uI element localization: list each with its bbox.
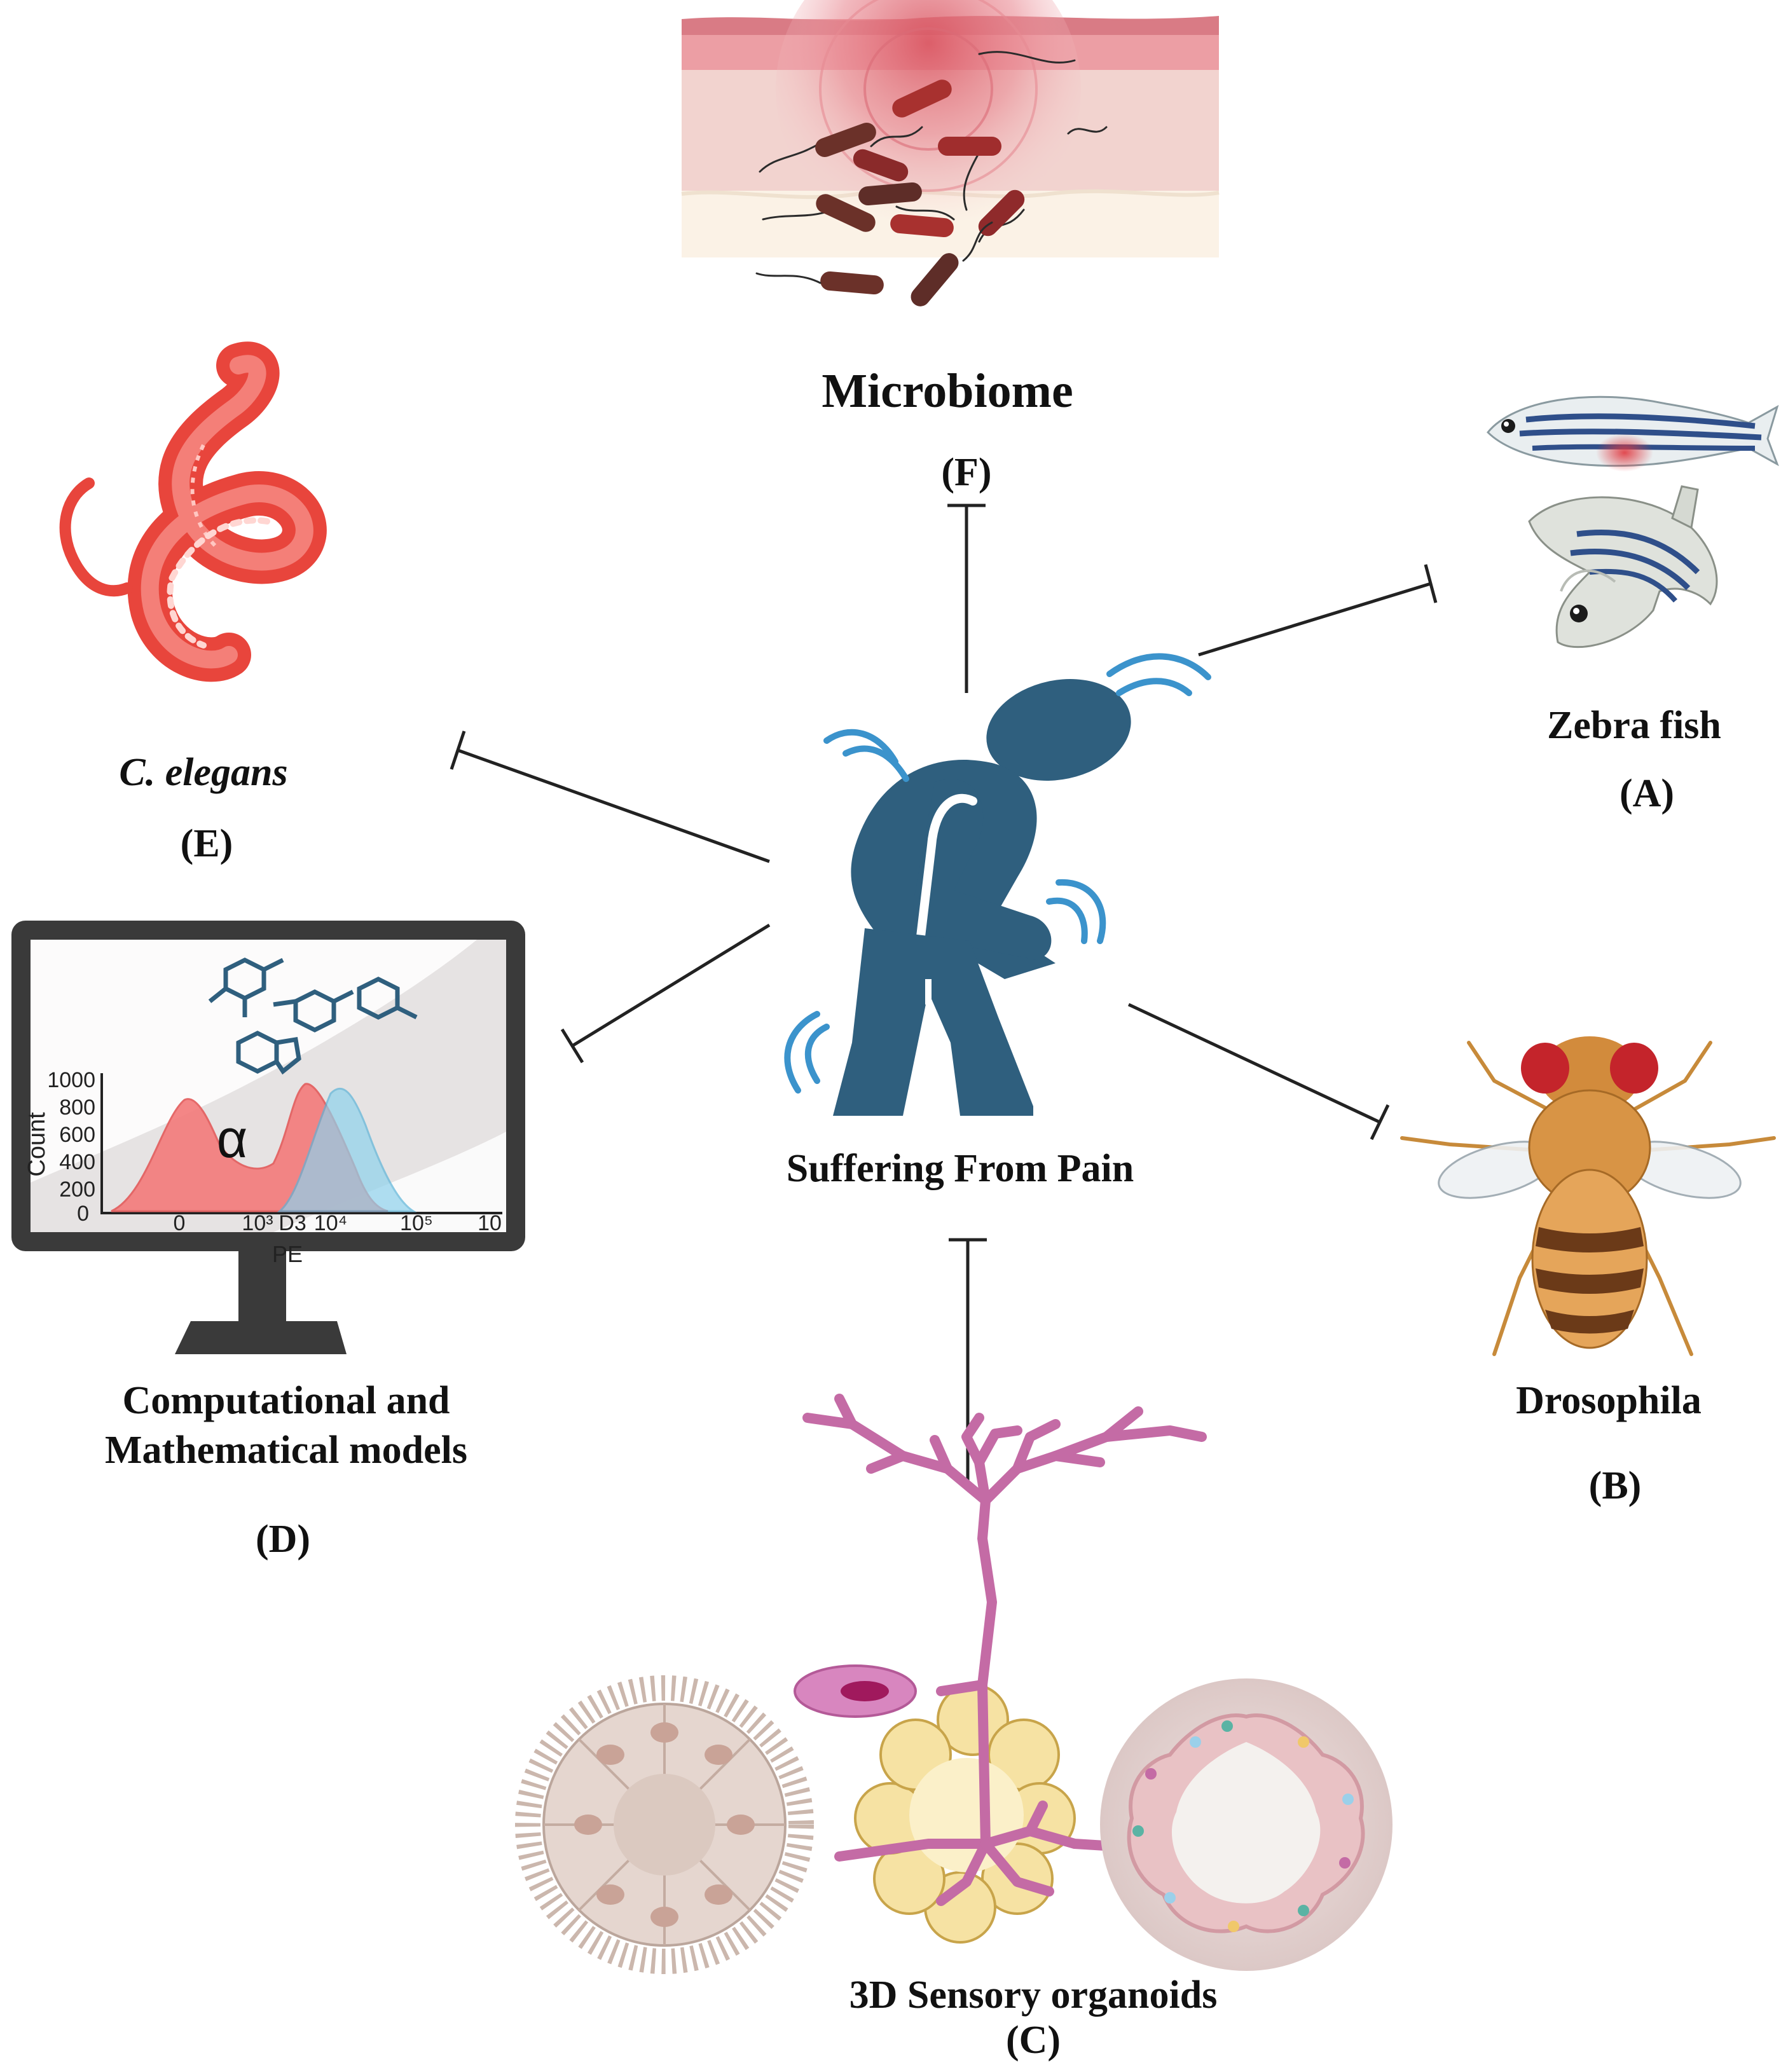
plot-axes	[100, 1073, 502, 1214]
line-to-celegans	[457, 748, 770, 863]
bar-celegans	[450, 731, 466, 770]
plot-blue-peak	[277, 1087, 417, 1212]
organoids-illustration	[515, 1394, 1393, 1974]
drosophila-fly-illustration	[1400, 1036, 1776, 1356]
molecule-icons	[208, 957, 418, 1075]
bar-computational	[560, 1028, 584, 1064]
plot-alpha-symbol: α	[217, 1109, 248, 1169]
pain-waves	[784, 653, 1211, 1094]
plot-ytick: 600	[59, 1123, 95, 1147]
plot-ytick: 1000	[47, 1068, 95, 1092]
plot-ytick: 200	[59, 1177, 95, 1202]
computational-label-line1: Computational and	[122, 1379, 450, 1422]
person-arm-highlight	[911, 793, 977, 984]
plot-ytick: 800	[59, 1095, 95, 1120]
person-head	[986, 679, 1131, 781]
celegans-worm-illustration	[59, 341, 327, 682]
monitor-stand-base	[175, 1321, 347, 1354]
bar-zebrafish	[1424, 564, 1438, 603]
line-to-zebrafish	[1198, 582, 1431, 657]
person-in-pain-illustration	[833, 679, 1131, 1116]
center-label: Suffering From Pain	[786, 1147, 1134, 1190]
celegans-label: C. elegans	[119, 751, 288, 794]
person-legs	[833, 928, 1033, 1116]
epithelial-organoid	[1100, 1678, 1393, 1971]
plot-ytick: 0	[77, 1202, 89, 1226]
bar-drosophila	[1370, 1104, 1390, 1141]
line-to-drosophila	[1127, 1003, 1381, 1124]
monitor-stand-neck	[238, 1251, 286, 1321]
plot-ytick: 400	[59, 1150, 95, 1174]
zebrafish-top	[1486, 395, 1779, 472]
person-arm	[913, 779, 1052, 960]
zebrafish-bottom	[1528, 485, 1718, 648]
microbiome-letter: (F)	[941, 451, 992, 494]
spiky-organoid	[515, 1675, 814, 1974]
zebrafish-label: Zebra fish	[1547, 704, 1721, 747]
organoids-letter: (C)	[1005, 2019, 1061, 2062]
microbiome-label: Microbiome	[822, 364, 1073, 418]
plot-xtick: 0	[174, 1211, 186, 1235]
line-to-computational	[571, 923, 771, 1048]
plot-xtick: 10⁵	[400, 1211, 433, 1235]
zebrafish-illustration	[1486, 395, 1779, 648]
microbiome-tissue-illustration	[681, 0, 1220, 306]
monitor-plot: α Count 1000 800 600 400 200 0 0 10³ D3 …	[24, 1068, 502, 1267]
plot-ylabel: Count	[24, 1112, 50, 1177]
plot-xtick: 10⁴	[314, 1211, 347, 1235]
computational-label-line2: Mathematical models	[105, 1429, 467, 1472]
zebrafish-letter: (A)	[1619, 772, 1675, 815]
computational-letter: (D)	[255, 1518, 311, 1561]
plot-xtick: 10	[478, 1211, 502, 1235]
plot-overlap-text: D3	[279, 1211, 306, 1235]
computer-monitor-illustration: α Count 1000 800 600 400 200 0 0 10³ D3 …	[11, 921, 525, 1354]
celegans-letter: (E)	[180, 822, 233, 865]
plot-xlabel: PE	[272, 1241, 303, 1267]
bacteria	[755, 51, 1108, 306]
sensory-neuron	[802, 1394, 1207, 1906]
drosophila-letter: (B)	[1588, 1464, 1642, 1507]
organoids-label: 3D Sensory organoids	[849, 1973, 1218, 2017]
drosophila-label: Drosophila	[1516, 1379, 1702, 1422]
plot-xtick: 10³	[242, 1211, 273, 1235]
